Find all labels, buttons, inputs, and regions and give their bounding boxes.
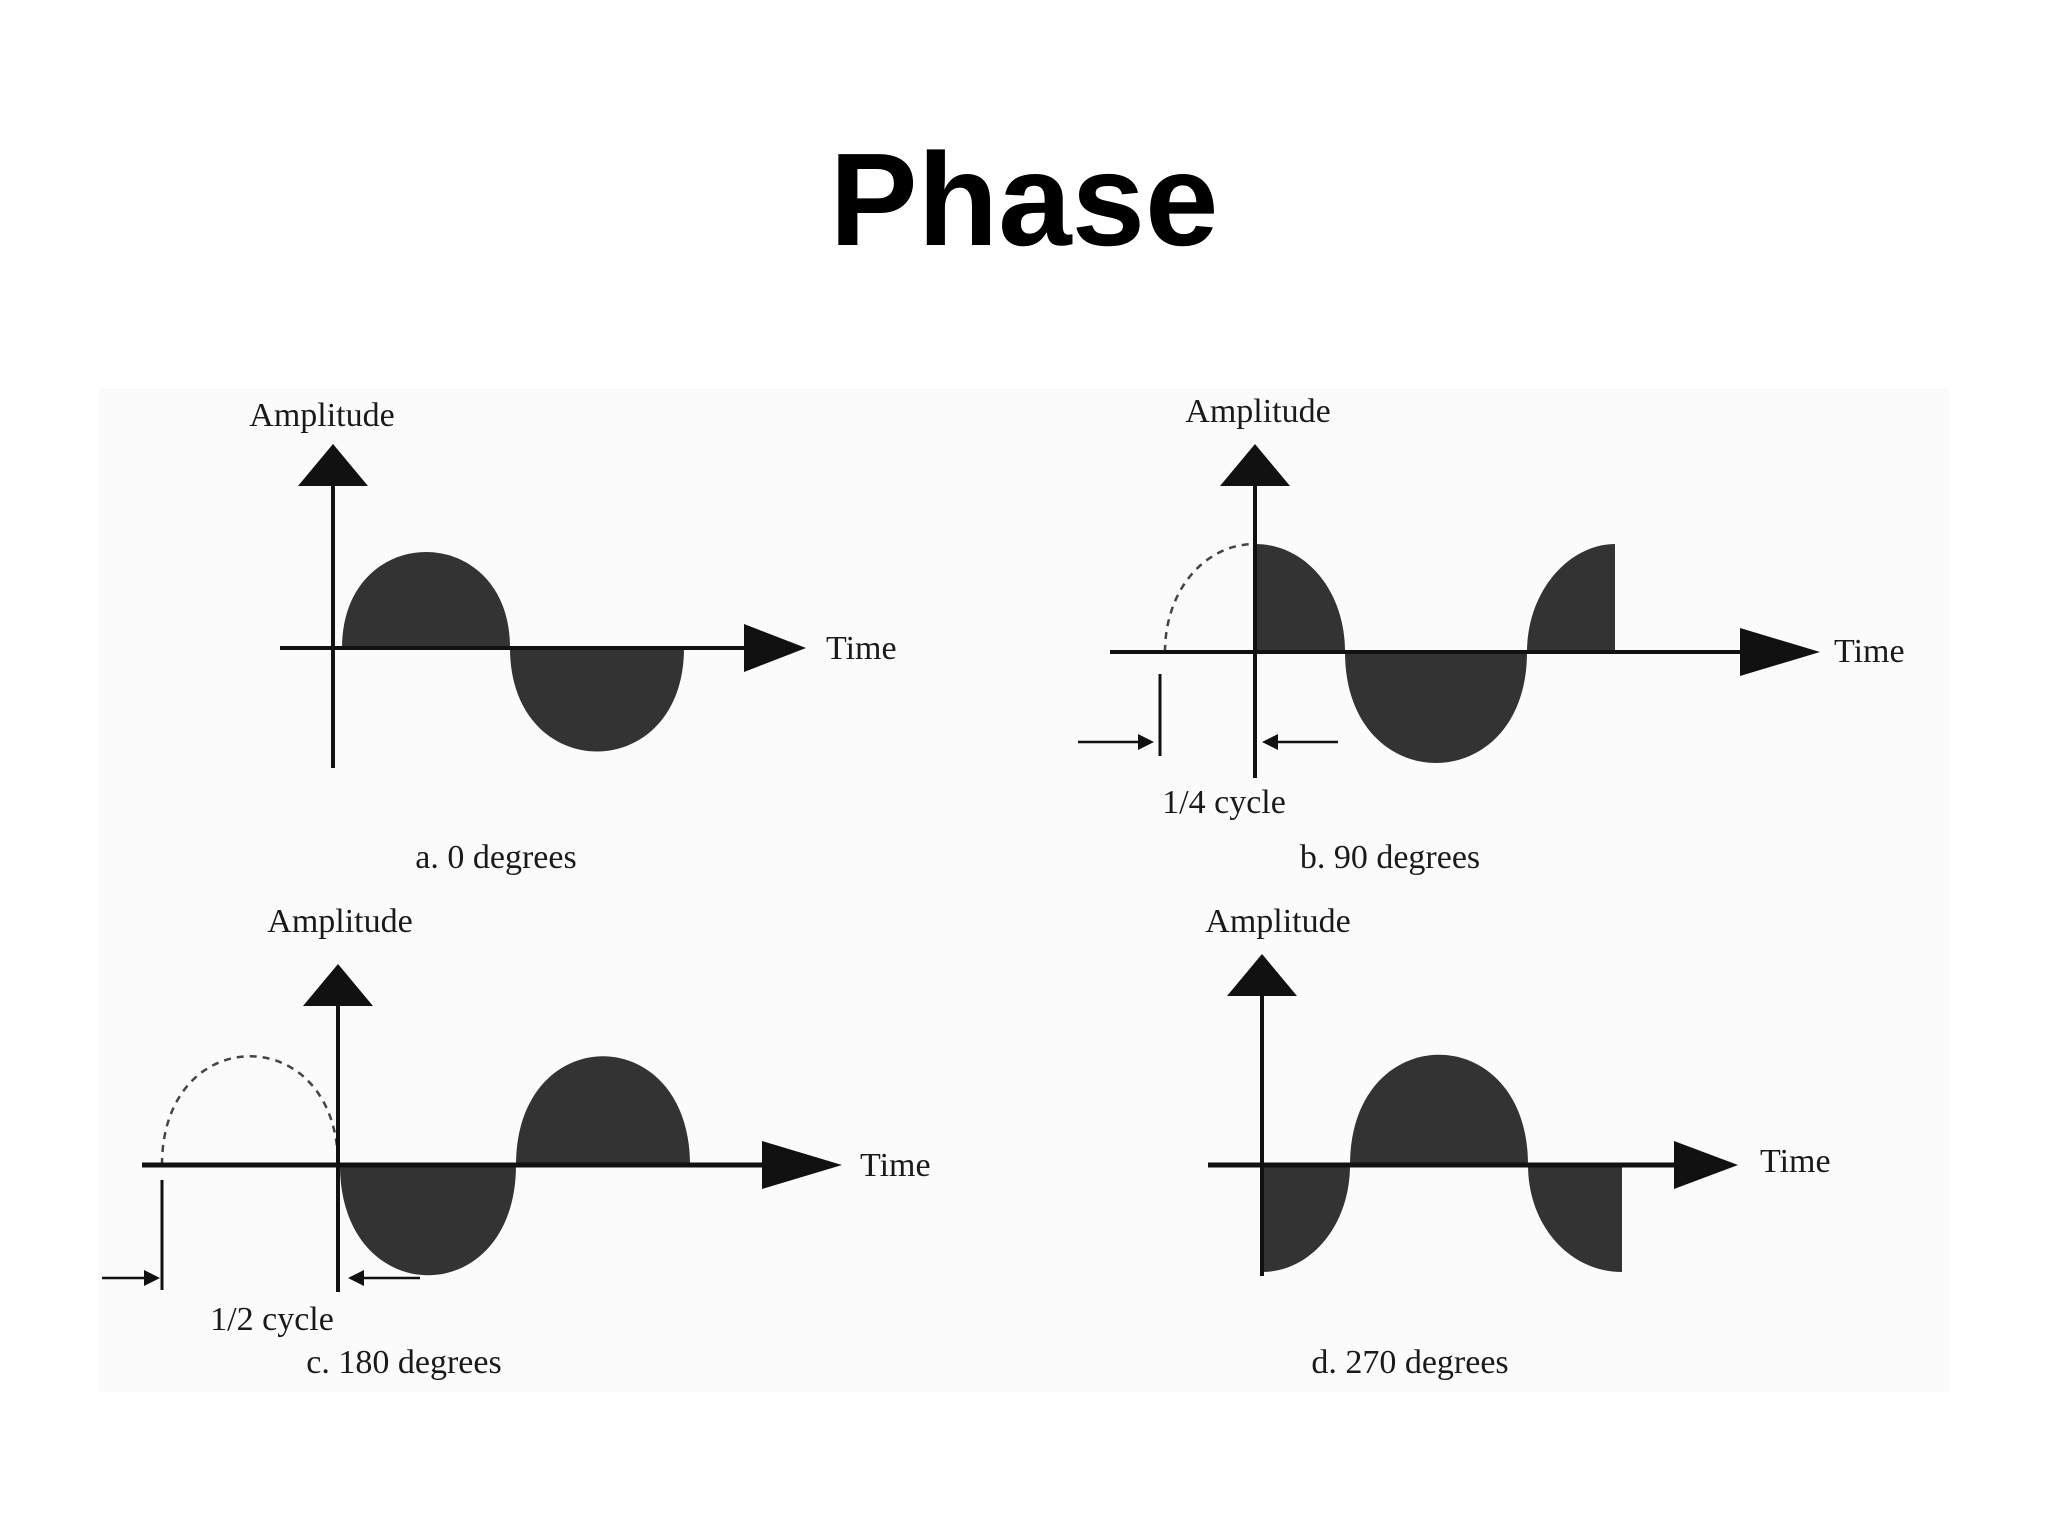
panel-c-amplitude-arrowhead	[303, 964, 373, 1006]
panel-b-wave-negative-lobe	[1345, 652, 1527, 763]
panel-d-time-label: Time	[1760, 1143, 1831, 1180]
panel-b-time-arrowhead	[1740, 628, 1820, 676]
panel-a-wave-negative-lobe	[510, 648, 684, 752]
panel-d-amplitude-label: Amplitude	[1205, 903, 1350, 940]
panel-c-shift-label: 1/2 cycle	[210, 1301, 334, 1338]
panel-b-wave-last-quarter	[1527, 544, 1615, 652]
panel-c-shift-arrow-right-head	[348, 1270, 364, 1286]
panel-b-amplitude-arrowhead	[1220, 444, 1290, 486]
panel-c-caption: c. 180 degrees	[306, 1344, 501, 1381]
panel-d-time-arrowhead	[1674, 1141, 1738, 1189]
panel-a: Amplitude Time a. 0 degrees	[249, 397, 896, 876]
panel-b-shift-arrow-left-head	[1138, 734, 1154, 750]
panel-c-amplitude-label: Amplitude	[267, 903, 412, 940]
slide-title: Phase	[829, 126, 1219, 273]
panel-a-wave-positive-lobe	[342, 552, 510, 648]
panel-c-wave-negative-lobe	[340, 1165, 516, 1276]
panel-d: Amplitude Time d. 270 degrees	[1205, 903, 1830, 1381]
panel-d-wave-first-quarter	[1262, 1165, 1350, 1272]
panel-b-shift-arrow-right-head	[1262, 734, 1278, 750]
panel-b-time-label: Time	[1834, 633, 1905, 670]
panel-b-dashed-shifted-wave	[1163, 542, 1256, 653]
panel-a-caption: a. 0 degrees	[415, 839, 576, 876]
panel-b: Amplitude Time 1/4 cycle b. 90 degrees	[1078, 393, 1905, 876]
panel-b-wave-first-quarter	[1255, 544, 1345, 652]
panel-d-caption: d. 270 degrees	[1311, 1344, 1508, 1381]
panel-c-time-label: Time	[860, 1147, 931, 1184]
panel-b-shift-label: 1/4 cycle	[1162, 784, 1286, 821]
panel-d-wave-last-quarter	[1528, 1165, 1622, 1272]
panel-a-time-arrowhead	[744, 624, 806, 672]
panel-b-amplitude-label: Amplitude	[1185, 393, 1330, 430]
panel-b-caption: b. 90 degrees	[1300, 839, 1480, 876]
panel-d-amplitude-arrowhead	[1227, 954, 1297, 996]
panel-c-shift-arrow-left-head	[144, 1270, 160, 1286]
panel-c-wave-positive-lobe	[516, 1056, 690, 1165]
panel-c: Amplitude Time 1/2 cycle c. 180 degrees	[102, 903, 931, 1381]
panel-a-amplitude-label: Amplitude	[249, 397, 394, 434]
panel-c-dashed-shifted-wave	[160, 1055, 340, 1166]
panel-c-time-arrowhead	[762, 1141, 842, 1189]
panel-a-time-label: Time	[826, 630, 897, 667]
panel-a-amplitude-arrowhead	[298, 444, 368, 486]
panel-d-wave-positive-lobe	[1350, 1054, 1528, 1165]
